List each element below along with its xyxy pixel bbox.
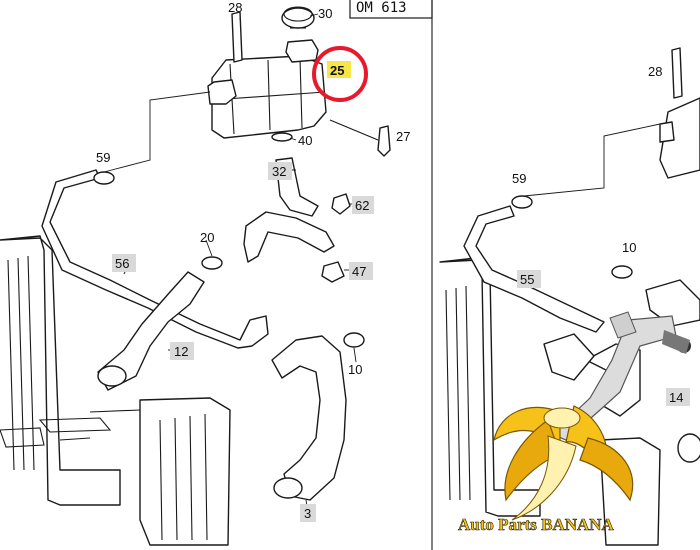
clamp-47 <box>321 261 345 283</box>
radiator <box>0 235 121 506</box>
callout-12-bg <box>170 342 194 360</box>
hose-28-right <box>671 47 683 99</box>
callout-28-left: 28 <box>228 0 242 15</box>
callout-59-right: 59 <box>512 171 526 186</box>
callout-28-right: 28 <box>648 64 662 79</box>
callout-56-bg <box>112 254 136 272</box>
callout-56: 56 <box>115 256 129 271</box>
callout-55: 55 <box>520 272 534 287</box>
callout-62-bg <box>352 196 374 214</box>
hose-59-56 <box>41 169 269 349</box>
callout-12: 12 <box>174 344 188 359</box>
level-sensor <box>329 119 391 157</box>
callout-3-bg <box>300 504 316 522</box>
callout-25: 25 <box>330 63 344 78</box>
clamp-59 <box>93 171 115 185</box>
hose-right-mid <box>543 333 595 381</box>
callout-25-highlight <box>327 61 351 78</box>
expansion-tank-right <box>659 97 700 179</box>
hose-12 <box>97 271 205 391</box>
highlight-ring <box>312 46 368 102</box>
hose-28 <box>231 11 243 63</box>
callout-20: 20 <box>200 230 214 245</box>
callout-47: 47 <box>352 264 366 279</box>
callout-55-bg <box>517 270 541 288</box>
callout-14: 14 <box>669 390 683 405</box>
callout-32: 32 <box>272 164 286 179</box>
callout-62: 62 <box>355 198 369 213</box>
expansion-tank <box>207 39 327 139</box>
callout-10-right: 10 <box>622 240 636 255</box>
callout-27: 27 <box>396 129 410 144</box>
hose-right-upper <box>645 279 700 327</box>
callout-32-bg <box>268 162 292 180</box>
hose-55 <box>463 205 605 333</box>
callout-40: 40 <box>298 133 312 148</box>
banana-logo <box>493 311 691 521</box>
engine-code-box <box>349 0 433 19</box>
clamp-20 <box>201 256 223 270</box>
radiator-shroud <box>59 397 231 546</box>
callout-3: 3 <box>304 506 311 521</box>
clamp-62 <box>331 193 351 215</box>
callout-59-left: 59 <box>96 150 110 165</box>
callout-14-bg <box>666 388 690 406</box>
hose-bottom-tank <box>243 211 335 263</box>
leader-right-59 <box>523 123 661 197</box>
brand-text: Auto Parts BANANA <box>458 515 615 534</box>
callout-30: 30 <box>318 6 332 21</box>
clamp-10-right <box>611 265 633 279</box>
clamp-10-left <box>343 332 365 348</box>
clamp-59-right <box>511 195 533 209</box>
pressure-cap <box>281 6 315 29</box>
callout-47-bg <box>349 262 373 280</box>
engine-code-label: OM 613 <box>356 0 407 16</box>
hose-3 <box>271 335 347 501</box>
callout-10-left: 10 <box>348 362 362 377</box>
clamp-40 <box>271 132 293 142</box>
